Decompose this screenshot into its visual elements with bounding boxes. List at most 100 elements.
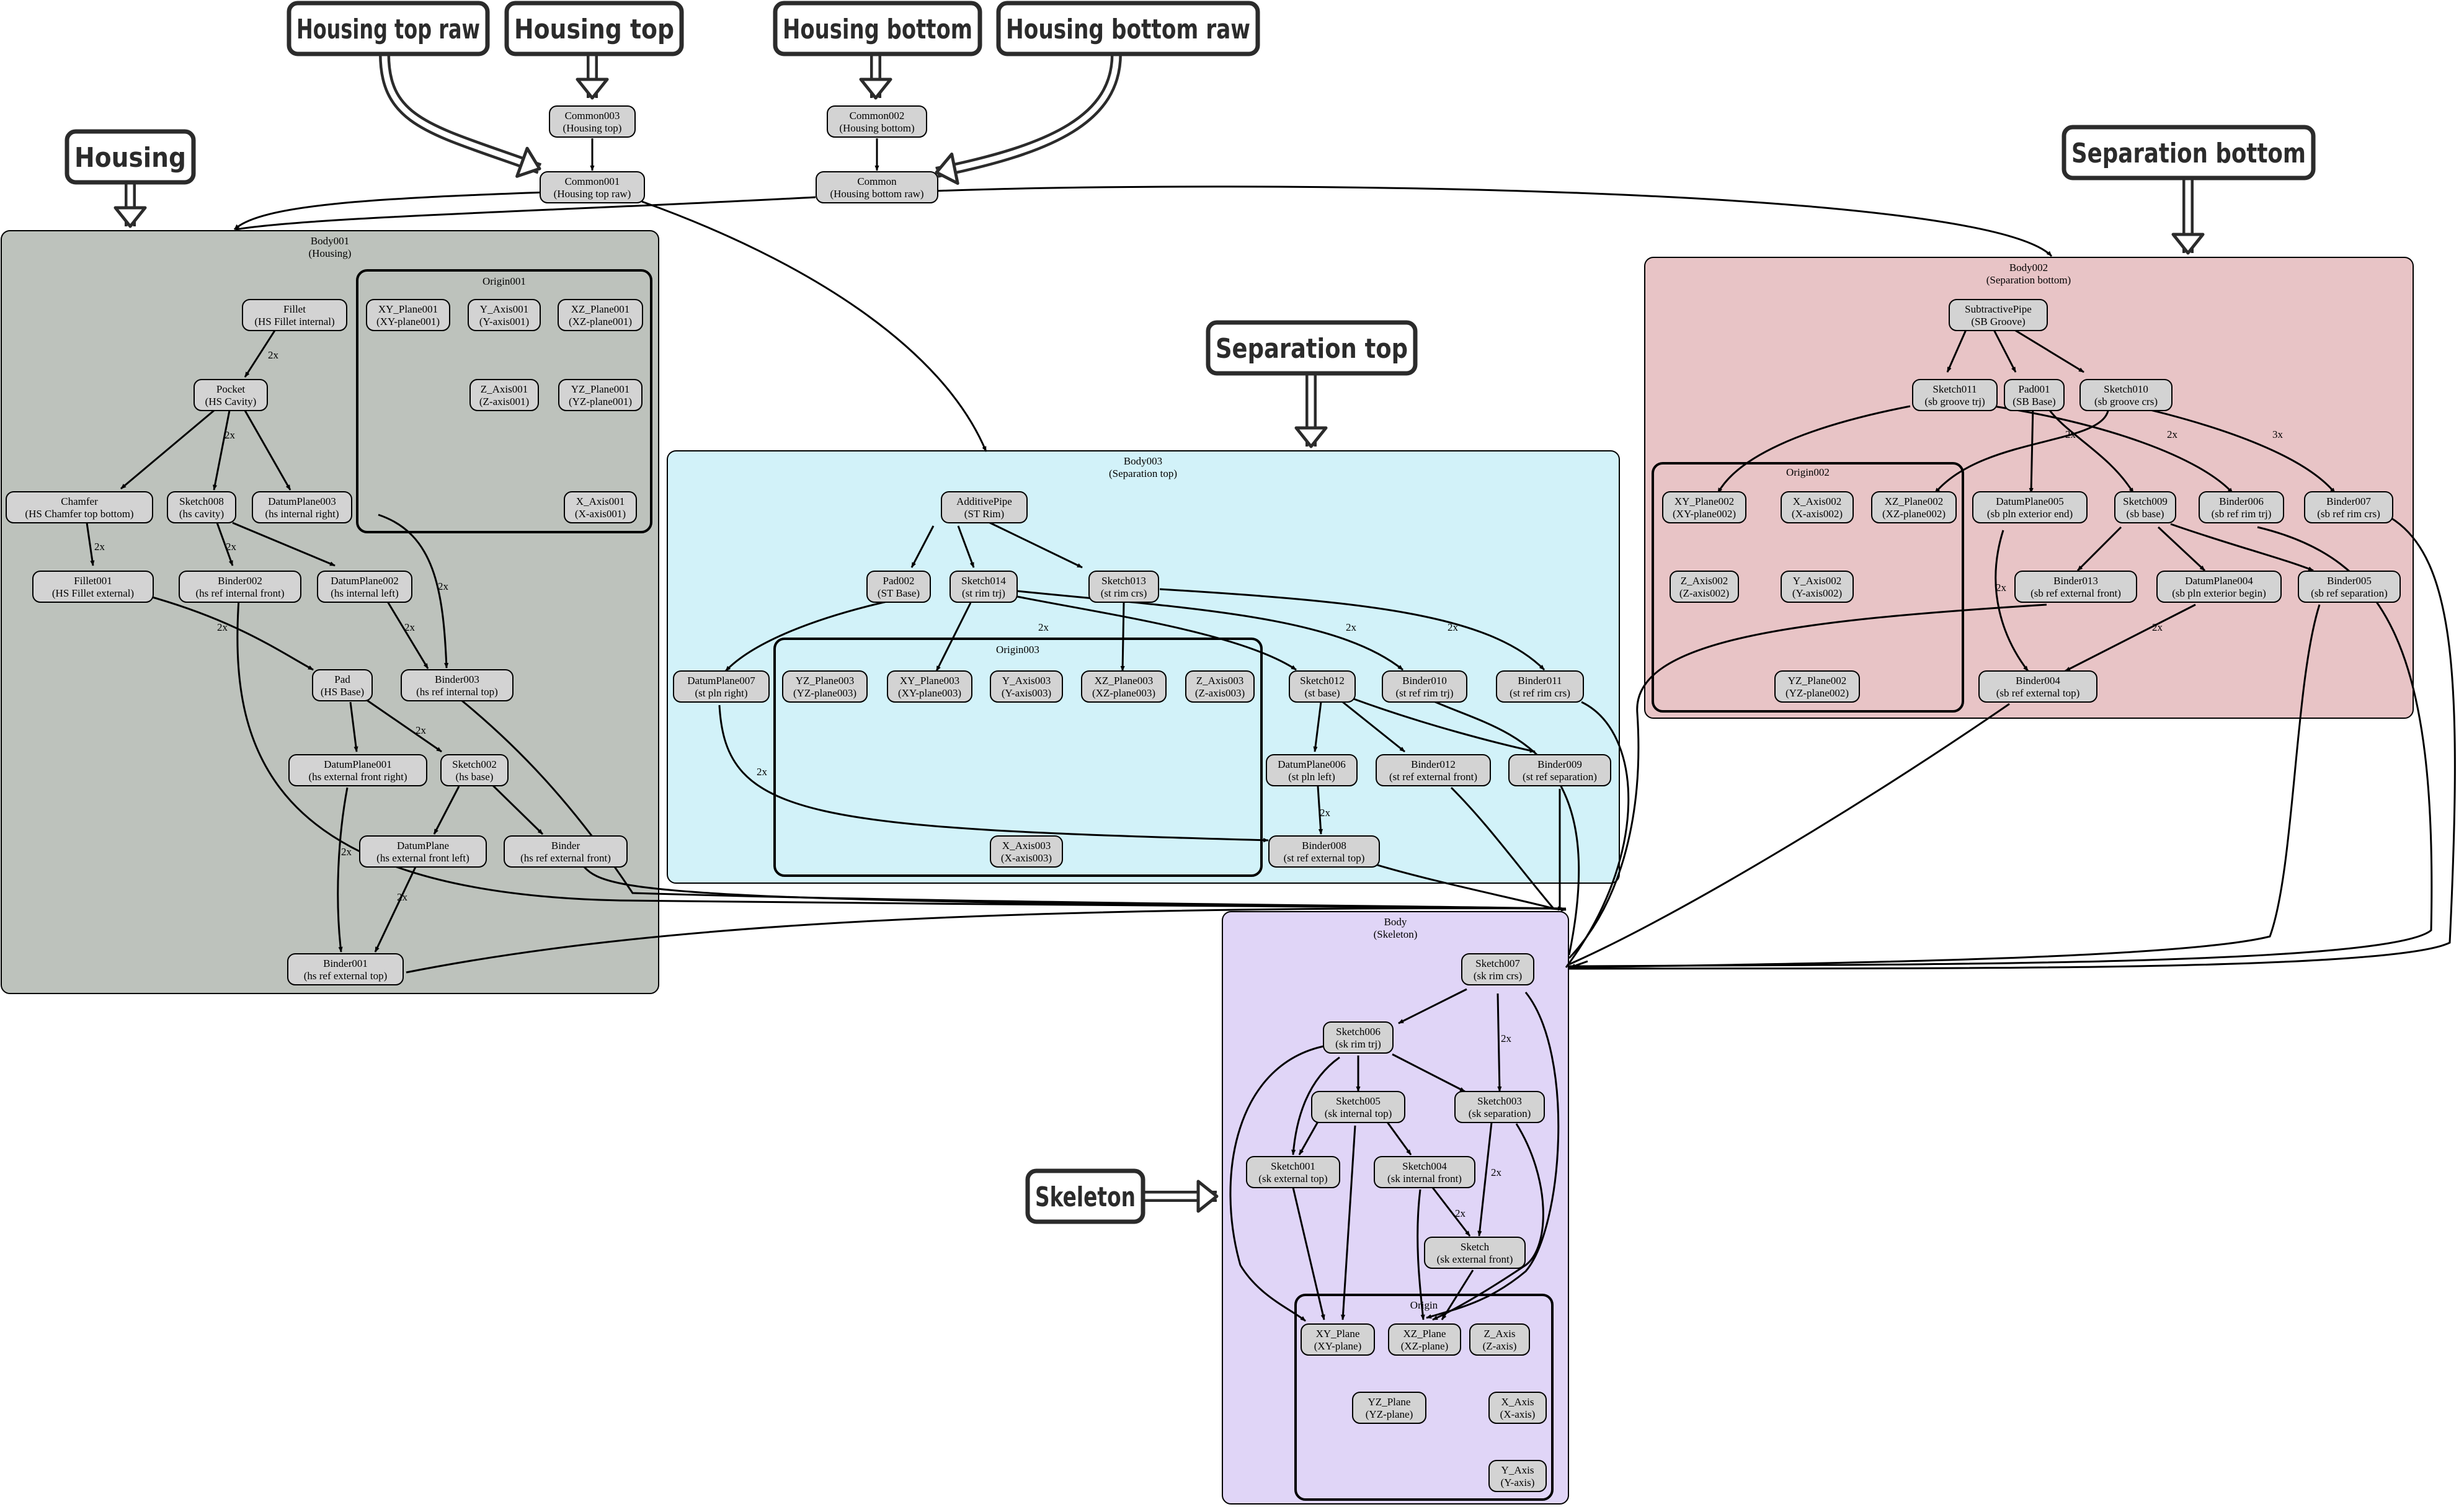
node-datumplane004[interactable]: DatumPlane004(sb pln exterior begin) [2156,571,2282,603]
node-pocket[interactable]: Pocket(HS Cavity) [193,379,268,411]
node-z_axis[interactable]: Z_Axis(Z-axis) [1469,1323,1530,1356]
node-sketch004[interactable]: Sketch004(sk internal front) [1374,1156,1475,1188]
cluster-body003 [667,450,1620,884]
node-sketch002[interactable]: Sketch002(hs base) [440,754,509,786]
node-sketch013[interactable]: Sketch013(st rim crs) [1088,571,1159,603]
node-x_axis002[interactable]: X_Axis002(X-axis002) [1781,491,1854,523]
node-datumplane007[interactable]: DatumPlane007(st pln right) [673,670,770,703]
node-sketch010[interactable]: Sketch010(sb groove crs) [2079,379,2173,411]
node-sketch007[interactable]: Sketch007(sk rim crs) [1461,953,1534,985]
node-label: (X-axis001) [575,508,626,520]
node-datumplane[interactable]: DatumPlane(hs external front left) [359,835,487,868]
node-binder007[interactable]: Binder007(sb ref rim crs) [2304,491,2393,523]
node-binder008[interactable]: Binder008(st ref external top) [1268,835,1380,868]
node-box [866,571,931,603]
node-label: (st base) [1304,687,1340,699]
node-binder006[interactable]: Binder006(sb ref rim trj) [2199,491,2284,523]
node-binder011[interactable]: Binder011(st ref rim crs) [1496,670,1584,703]
node-yz_plane001[interactable]: YZ_Plane001(YZ-plane001) [558,379,643,411]
node-name: Sketch001 [1271,1160,1315,1172]
node-xy_plane003[interactable]: XY_Plane003(XY-plane003) [887,670,972,703]
node-box [1508,754,1611,786]
node-label: (X-axis002) [1792,508,1843,520]
node-x_axis[interactable]: X_Axis(X-axis) [1488,1392,1547,1424]
node-binder009[interactable]: Binder009(st ref separation) [1508,754,1611,786]
node-sketch014[interactable]: Sketch014(st rim trj) [950,571,1018,603]
node-binder005[interactable]: Binder005(sb ref separation) [2298,571,2401,603]
node-sketch[interactable]: Sketch(sk external front) [1424,1237,1526,1269]
node-datumplane006[interactable]: DatumPlane006(st pln left) [1266,754,1358,786]
node-xz_plane[interactable]: XZ_Plane(XZ-plane) [1388,1323,1461,1356]
node-binder002[interactable]: Binder002(hs ref internal front) [179,571,301,603]
node-z_axis001[interactable]: Z_Axis001(Z-axis001) [469,379,539,411]
node-x_axis001[interactable]: X_Axis001(X-axis001) [564,491,637,523]
node-sketch012[interactable]: Sketch012(st base) [1289,670,1356,703]
node-y_axis002[interactable]: Y_Axis002(Y-axis002) [1781,571,1854,603]
node-common[interactable]: Common(Housing bottom raw) [816,171,938,203]
node-binder012[interactable]: Binder012(st ref external front) [1376,754,1491,786]
node-binder001[interactable]: Binder001(hs ref external top) [287,953,404,985]
node-xz_plane001[interactable]: XZ_Plane001(XZ-plane001) [558,299,643,331]
node-xz_plane003[interactable]: XZ_Plane003(XZ-plane003) [1081,670,1167,703]
node-binder003[interactable]: Binder003(hs ref internal top) [401,669,514,701]
node-binder013[interactable]: Binder013(sb ref external front) [2014,571,2137,603]
node-fillet001[interactable]: Fillet001(HS Fillet external) [32,571,154,603]
node-xy_plane[interactable]: XY_Plane(XY-plane) [1301,1323,1375,1356]
node-datumplane001[interactable]: DatumPlane001(hs external front right) [288,754,427,786]
node-sketch001[interactable]: Sketch001(sk external top) [1246,1156,1340,1188]
node-binder010[interactable]: Binder010(st ref rim trj) [1382,670,1467,703]
edge-sketch014-xy_plane003 [935,602,972,672]
node-sketch006[interactable]: Sketch006(sk rim trj) [1323,1021,1394,1054]
node-y_axis[interactable]: Y_Axis(Y-axis) [1488,1460,1547,1492]
node-name: Sketch [1461,1241,1490,1253]
node-label: (HS Fillet internal) [254,316,334,327]
node-xz_plane002[interactable]: XZ_Plane002(XZ-plane002) [1871,491,1957,523]
node-box [564,491,637,523]
edge-label: 2x [268,349,279,361]
node-box [1088,571,1159,603]
node-datumplane002[interactable]: DatumPlane002(hs internal left) [317,571,412,603]
node-y_axis003[interactable]: Y_Axis003(Y-axis003) [990,670,1063,703]
node-common003[interactable]: Common003(Housing top) [549,105,636,138]
node-yz_plane003[interactable]: YZ_Plane003(YZ-plane003) [782,670,868,703]
node-pad[interactable]: Pad(HS Base) [312,669,373,701]
node-datumplane005[interactable]: DatumPlane005(sb pln exterior end) [1972,491,2088,523]
node-yz_plane[interactable]: YZ_Plane(YZ-plane) [1352,1392,1426,1424]
cluster-body001-title: Body001 [311,235,349,247]
node-sketch003[interactable]: Sketch003(sk separation) [1454,1091,1545,1123]
node-sketch008[interactable]: Sketch008(hs cavity) [167,491,236,523]
node-label: (hs internal left) [331,587,399,599]
edge-subtractivepipe-pad001 [1993,329,2017,373]
node-name: Pocket [216,383,246,395]
node-common001[interactable]: Common001(Housing top raw) [540,171,645,203]
node-z_axis003[interactable]: Z_Axis003(Z-axis003) [1185,670,1255,703]
node-datumplane003[interactable]: DatumPlane003(hs internal right) [252,491,352,523]
node-x_axis003[interactable]: X_Axis003(X-axis003) [990,835,1063,868]
node-pad001[interactable]: Pad001(SB Base) [2004,379,2065,411]
node-box [1670,571,1739,603]
node-xy_plane001[interactable]: XY_Plane001(XY-plane001) [366,299,450,331]
node-label: (hs ref internal front) [195,587,284,599]
node-additivepipe[interactable]: AdditivePipe(ST Rim) [941,491,1028,523]
node-label: (ST Rim) [964,508,1004,520]
node-label: (Housing top raw) [554,188,631,200]
node-z_axis002[interactable]: Z_Axis002(Z-axis002) [1670,571,1739,603]
node-y_axis001[interactable]: Y_Axis001(Y-axis001) [468,299,541,331]
node-pad002[interactable]: Pad002(ST Base) [866,571,931,603]
node-name: Fillet001 [74,575,112,587]
node-sketch009[interactable]: Sketch009(sb base) [2114,491,2176,523]
node-xy_plane002[interactable]: XY_Plane002(XY-plane002) [1662,491,1746,523]
node-binder004[interactable]: Binder004(sb ref external top) [1978,670,2097,703]
node-fillet[interactable]: Fillet(HS Fillet internal) [242,299,347,331]
node-yz_plane002[interactable]: YZ_Plane002(YZ-plane002) [1774,670,1860,703]
node-subtractivepipe[interactable]: SubtractivePipe(SB Groove) [1949,299,2048,331]
node-name: XY_Plane002 [1675,496,1734,507]
node-sketch005[interactable]: Sketch005(sk internal top) [1311,1091,1405,1123]
node-label: (sb ref rim trj) [2212,508,2272,520]
node-binder[interactable]: Binder(hs ref external front) [504,835,628,868]
node-sketch011[interactable]: Sketch011(sb groove trj) [1912,379,1998,411]
edge-datumplane001-binder001 [337,787,349,953]
node-name: XZ_Plane003 [1095,675,1153,687]
node-chamfer[interactable]: Chamfer(HS Chamfer top bottom) [6,491,153,523]
node-common002[interactable]: Common002(Housing bottom) [827,105,927,138]
